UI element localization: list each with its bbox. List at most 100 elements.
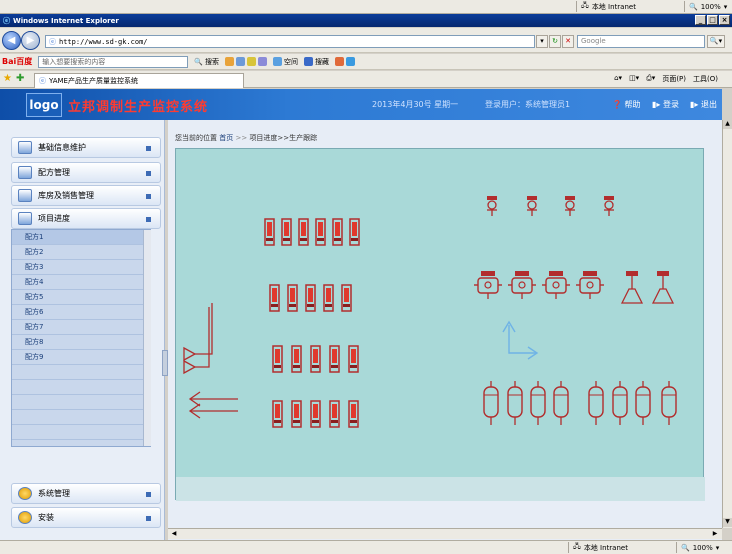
add-favorite-icon[interactable]: ✚	[16, 73, 25, 84]
window-title: Windows Internet Explorer	[13, 16, 119, 25]
expand-icon	[146, 146, 151, 151]
scroll-up-icon[interactable]: ▲	[723, 120, 732, 129]
favorites-star-icon[interactable]: ★	[3, 73, 12, 84]
zone-indicator: 🖧本地 Intranet	[576, 1, 640, 12]
image-icon	[235, 57, 245, 66]
baidu-collect-button[interactable]: 搜藏	[303, 57, 329, 67]
system-title: 立邦调制生产监控系统	[68, 100, 209, 115]
search-icon: 🔍	[194, 57, 203, 66]
mixer-row-3	[272, 345, 359, 373]
ie-logo-icon: ⓔ	[3, 16, 10, 25]
formula-list: 配方1 配方2 配方3 配方4 配方5 配方6 配方7 配方8 配方9	[11, 229, 151, 447]
space-icon	[272, 57, 282, 66]
menu-formula[interactable]: 配方管理	[11, 162, 161, 183]
expand-icon	[146, 194, 151, 199]
list-scrollbar[interactable]	[143, 230, 151, 446]
feeds-icon[interactable]: ◫▾	[629, 74, 640, 82]
close-button[interactable]: ×	[719, 15, 730, 25]
search-input[interactable]: Google	[577, 35, 705, 48]
expand-icon	[146, 217, 151, 222]
window-titlebar: ⓔ Windows Internet Explorer _ □ ×	[0, 14, 732, 27]
back-button[interactable]: ◀	[2, 31, 21, 50]
page-vertical-scrollbar[interactable]: ▲ ▼	[722, 120, 732, 528]
baidu-logo[interactable]: Bai百度	[2, 57, 33, 66]
list-item-empty	[12, 425, 143, 440]
search-button[interactable]: 🔍▾	[707, 35, 725, 48]
mixer-row-4	[272, 400, 359, 428]
baidu-toolbar: Bai百度 输入想要搜索的内容 🔍搜索 空间 搜藏	[0, 54, 732, 70]
menu-install[interactable]: 安装	[11, 507, 161, 528]
zoom-indicator[interactable]: 🔍100%▾	[684, 1, 731, 12]
ie-command-bar: ⌂▾ ◫▾ ⎙▾ 页面(P) 工具(O)	[614, 74, 718, 84]
maximize-button[interactable]: □	[707, 15, 718, 25]
menu-system[interactable]: 系统管理	[11, 483, 161, 504]
current-date: 2013年4月30号 星期一	[372, 100, 459, 109]
zoom-indicator[interactable]: 🔍100%▾	[676, 542, 723, 553]
mixer-row-2	[269, 284, 352, 312]
network-icon: 🖧	[581, 1, 589, 9]
zone-indicator: 🖧本地 Intranet	[568, 542, 632, 553]
news-icon	[224, 57, 234, 66]
list-item-formula[interactable]: 配方7	[12, 320, 143, 335]
video-icon	[257, 57, 267, 66]
scroll-left-icon[interactable]: ◀	[171, 530, 177, 537]
panel-footer-band	[176, 477, 705, 501]
toolbar-icons[interactable]	[224, 57, 267, 66]
list-item-empty	[12, 395, 143, 410]
extra-tools[interactable]	[334, 57, 355, 66]
list-item-formula[interactable]: 配方1	[12, 230, 143, 245]
process-diagram	[176, 195, 705, 501]
list-item-formula[interactable]: 配方6	[12, 305, 143, 320]
scroll-right-icon[interactable]: ▶	[712, 530, 718, 537]
app-logo: logo	[26, 93, 62, 117]
list-item-formula[interactable]: 配方4	[12, 275, 143, 290]
menu-warehouse-sales[interactable]: 库房及销售管理	[11, 185, 161, 206]
login-icon: ▮▸	[652, 100, 661, 109]
page-menu[interactable]: 页面(P)	[662, 75, 687, 83]
list-item-formula[interactable]: 配方2	[12, 245, 143, 260]
baidu-search-button[interactable]: 🔍搜索	[194, 57, 219, 66]
menu-project-progress[interactable]: 项目进度	[11, 208, 161, 229]
list-item-empty	[12, 365, 143, 380]
baidu-search-input[interactable]: 输入想要搜索的内容	[38, 55, 189, 68]
install-icon	[18, 511, 32, 524]
stop-button[interactable]: ✕	[562, 35, 574, 48]
minimize-button[interactable]: _	[695, 15, 706, 25]
logout-link[interactable]: ▮▸ 退出	[690, 100, 717, 109]
print-icon[interactable]: ⎙▾	[646, 74, 656, 82]
login-link[interactable]: ▮▸ 登录	[652, 100, 679, 109]
list-item-formula[interactable]: 配方3	[12, 260, 143, 275]
valve-row	[486, 195, 615, 217]
gear-icon	[18, 487, 32, 500]
list-item-formula[interactable]: 配方5	[12, 290, 143, 305]
sidebar-splitter[interactable]	[162, 350, 168, 376]
baidu-space-button[interactable]: 空间	[272, 57, 298, 67]
list-item-formula[interactable]: 配方9	[12, 350, 143, 365]
progress-icon	[18, 212, 32, 225]
chevron-down-icon: ▾	[723, 2, 728, 11]
refresh-button[interactable]: ↻	[549, 35, 561, 48]
forward-button[interactable]: ▶	[21, 31, 40, 50]
breadcrumb-home[interactable]: 首页	[219, 134, 234, 142]
menu-basic-info[interactable]: 基础信息维护	[11, 137, 161, 158]
page-icon: ⓔ	[49, 37, 56, 46]
mixer-row-1	[264, 218, 360, 246]
page-icon: ⓔ	[39, 77, 46, 85]
page-horizontal-scrollbar[interactable]: ◀ ▶	[168, 528, 722, 539]
chevron-down-icon: ▾	[715, 543, 720, 552]
scroll-down-icon[interactable]: ▼	[723, 518, 732, 527]
help-link[interactable]: ❓ 帮助	[612, 100, 641, 109]
production-tracking-panel	[175, 148, 705, 501]
url-dropdown-button[interactable]: ▾	[536, 35, 548, 48]
home-icon[interactable]: ⌂▾	[614, 74, 623, 82]
info-icon	[345, 57, 355, 66]
list-item-empty	[12, 410, 143, 425]
list-item-formula[interactable]: 配方8	[12, 335, 143, 350]
status-bar: 🖧本地 Intranet 🔍100%▾	[0, 540, 732, 554]
logged-user: 登录用户：系统管理员1	[485, 100, 571, 109]
tools-menu[interactable]: 工具(O)	[693, 75, 718, 83]
